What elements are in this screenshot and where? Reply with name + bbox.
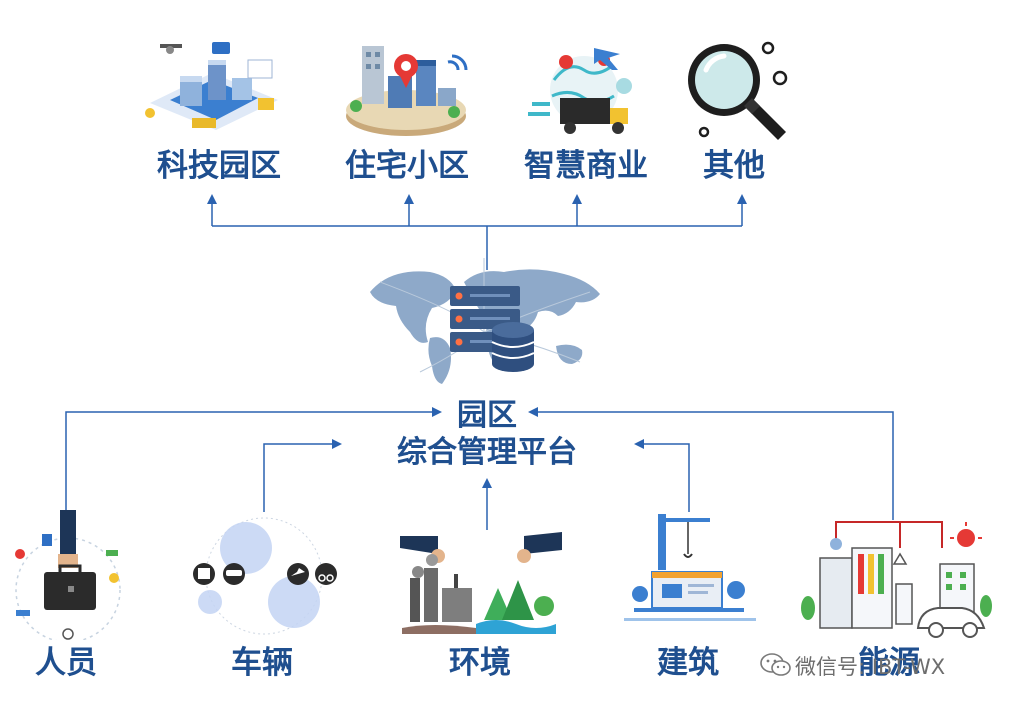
target-label-tech-park: 科技园区 [157, 148, 281, 184]
target-label-commerce: 智慧商业 [524, 148, 648, 184]
source-label-building: 建筑 [657, 645, 719, 681]
building-construction-icon [624, 514, 756, 621]
residential-icon [346, 46, 468, 136]
businessman-briefcase-icon [15, 510, 121, 640]
source-label-people: 人员 [35, 645, 97, 681]
platform-title: 园区 [457, 398, 517, 433]
target-label-other: 其他 [703, 148, 765, 184]
source-label-energy: 能源 [858, 645, 920, 681]
arrow-from-building [634, 439, 690, 512]
vehicle-transport-icon [193, 517, 337, 635]
wechat-icon [760, 653, 791, 676]
source-label-vehicles: 车辆 [231, 645, 293, 681]
smart-park-icon [145, 42, 278, 130]
arrow-from-vehicles [263, 439, 342, 512]
arrow-from-people [65, 407, 442, 512]
platform-subtitle: 综合管理平台 [397, 435, 577, 470]
smart-commerce-icon [528, 48, 632, 134]
server-database-world-map-icon [370, 258, 600, 384]
arrow-from-energy [528, 407, 894, 520]
watermark-text: 微信号: IBT-WX [795, 655, 946, 679]
target-label-residential: 住宅小区 [345, 148, 469, 184]
energy-facility-icon [801, 521, 992, 638]
source-label-environment: 环境 [449, 645, 511, 681]
environment-icon [400, 532, 562, 634]
magnifier-icon [688, 41, 788, 140]
